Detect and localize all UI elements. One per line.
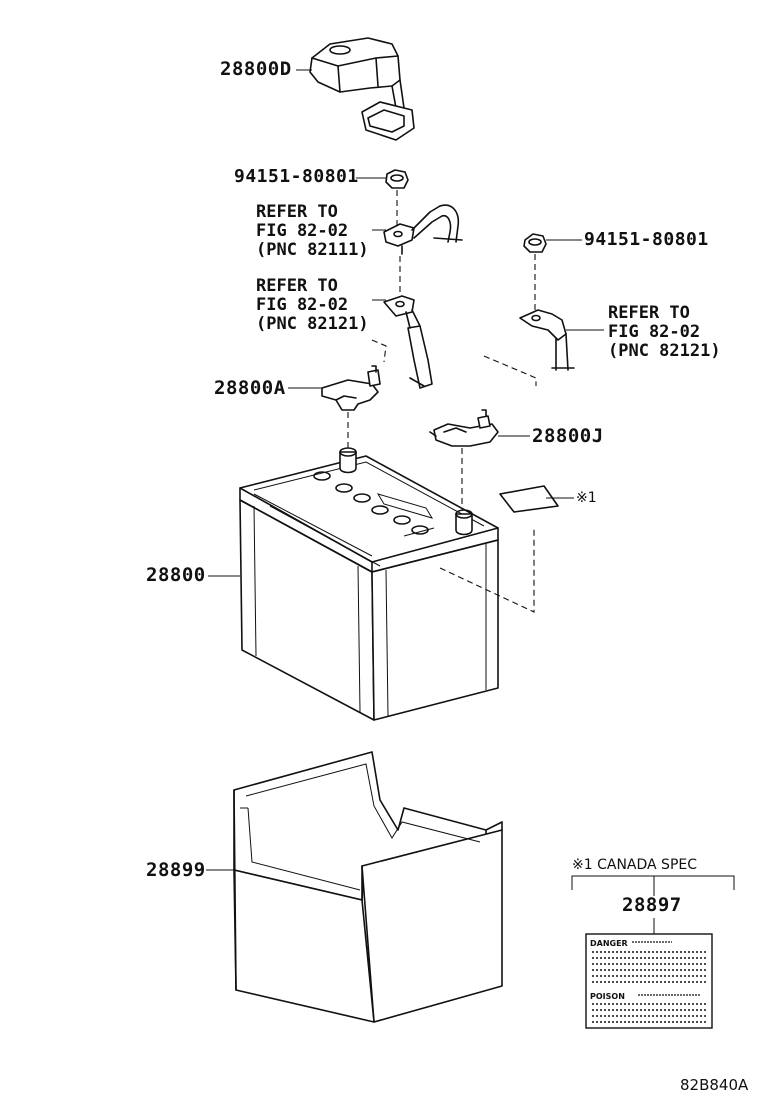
part-number-battery: 28800 [146,564,206,586]
canada-spec-note: ※1 CANADA SPEC [572,857,698,873]
canada-spec-bracket [571,875,735,890]
positive-terminal-illustration [321,365,381,411]
ref-note-82121-left: REFER TO FIG 82-02 (PNC 82121) [256,276,369,334]
part-number-nut-right: 94151-80801 [584,229,709,250]
label-danger-text: DANGER [590,939,628,948]
ref-note-82121-right: REFER TO FIG 82-02 (PNC 82121) [608,303,721,361]
battery-tray-illustration [233,751,503,1023]
note-mark: ※1 [576,490,597,506]
figure-id: 82B840A [680,1076,749,1094]
part-number-tray: 28899 [146,859,206,881]
warning-label-illustration [585,933,713,1029]
part-number-label: 28897 [622,894,682,916]
part-number-negative-terminal: 28800J [532,425,604,447]
terminal-cover-illustration [309,37,415,141]
ref-note-82111: REFER TO FIG 82-02 (PNC 82111) [256,202,369,260]
cable-82121-left-illustration [383,295,433,389]
cable-82121-right-illustration [519,309,575,371]
part-number-nut-top: 94151-80801 [234,166,359,187]
nut-top-illustration [385,169,409,189]
part-number-cover: 28800D [220,58,292,80]
battery-illustration [239,447,499,721]
negative-terminal-illustration [429,409,499,447]
label-sticker-illustration [499,485,559,513]
part-number-positive-terminal: 28800A [214,377,286,399]
cable-82111-illustration [383,204,463,255]
label-poison-text: POISON [590,992,625,1001]
nut-right-illustration [523,233,547,253]
